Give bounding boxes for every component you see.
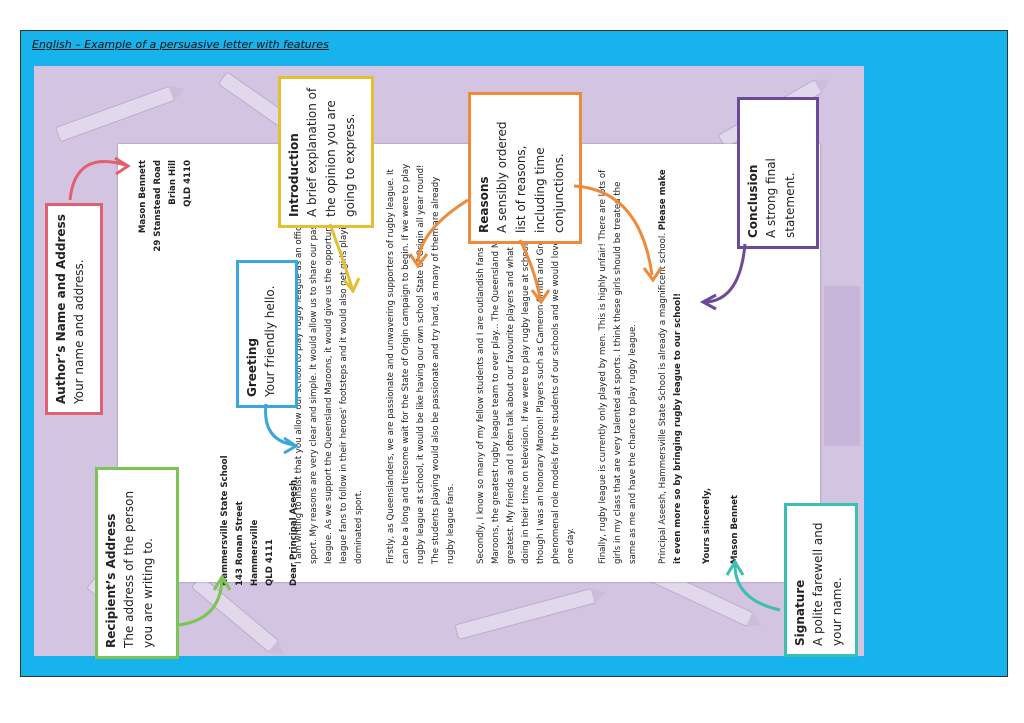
reasons-arrow-1 (416, 198, 469, 263)
reasons-arrowhead (530, 289, 551, 305)
author-annotation: Author’s Name and Address Your name and … (45, 203, 103, 415)
author-arrowhead (114, 156, 131, 176)
page-title: English – Example of a persuasive letter… (32, 38, 329, 51)
introduction-annotation: Introduction A brief explanation of the … (278, 76, 374, 228)
conclusion-arrowhead (699, 293, 717, 311)
decorative-block (824, 286, 860, 446)
introduction-arrow (328, 223, 354, 289)
conclusion-arrow (705, 243, 747, 304)
signature-annotation: Signature A polite farewell and your nam… (784, 503, 858, 657)
author-arrow (68, 160, 126, 201)
signature-arrowhead (725, 559, 745, 576)
reasons-arrow-2 (518, 239, 542, 299)
reasons-arrow-3 (573, 184, 654, 276)
recipient-annotation: Recipient’s Address The address of the p… (95, 467, 179, 659)
reasons-arrowhead (642, 267, 663, 283)
conclusion-annotation: Conclusion A strong final statement. (737, 97, 819, 249)
reasons-arrowhead (408, 253, 429, 269)
greeting-arrow (264, 403, 295, 447)
greeting-arrowhead (283, 436, 299, 455)
signature-arrow (733, 564, 781, 612)
introduction-arrowhead (342, 277, 361, 294)
reasons-annotation: Reasons A sensibly ordered list of reaso… (468, 92, 582, 244)
recipient-arrow (177, 579, 224, 627)
greeting-annotation: Greeting Your friendly hello. (236, 260, 298, 408)
recipient-arrowhead (212, 574, 232, 591)
